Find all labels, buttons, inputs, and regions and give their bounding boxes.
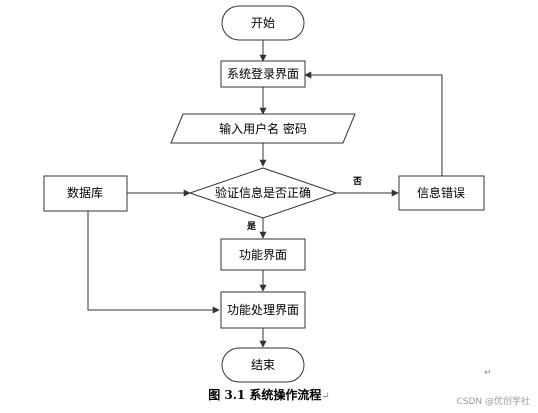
end-label: 结束 <box>251 358 275 372</box>
error-label: 信息错误 <box>417 185 465 200</box>
input-node <box>170 113 356 144</box>
processing-node <box>220 291 306 329</box>
verify-label: 验证信息是否正确 <box>215 185 311 200</box>
arrow-db-proc <box>87 211 220 314</box>
arrow-error-login <box>304 71 443 176</box>
end-node <box>221 347 305 383</box>
function-label: 功能界面 <box>239 248 287 262</box>
login-label: 系统登录界面 <box>227 66 299 81</box>
input-label: 输入用户名 密码 <box>219 121 307 136</box>
branch-no-label: 否 <box>352 176 362 187</box>
database-node <box>43 175 128 212</box>
watermark: CSDN @优创学社 <box>456 397 530 407</box>
branch-yes-label: 是 <box>246 221 257 232</box>
function-node <box>220 238 306 271</box>
paragraph-mark: ↵ <box>484 368 492 378</box>
figure-caption-text: 图 3.1 系统操作流程 <box>208 388 322 402</box>
error-node <box>398 175 485 211</box>
caption-return-mark: ↵ <box>321 391 330 402</box>
database-label: 数据库 <box>67 185 103 200</box>
figure-caption: 图 3.1 系统操作流程↵ <box>0 386 538 403</box>
start-label: 开始 <box>251 16 275 30</box>
login-node <box>220 60 306 88</box>
processing-label: 功能处理界面 <box>227 303 299 317</box>
start-node <box>221 5 305 41</box>
verify-node <box>188 167 338 219</box>
